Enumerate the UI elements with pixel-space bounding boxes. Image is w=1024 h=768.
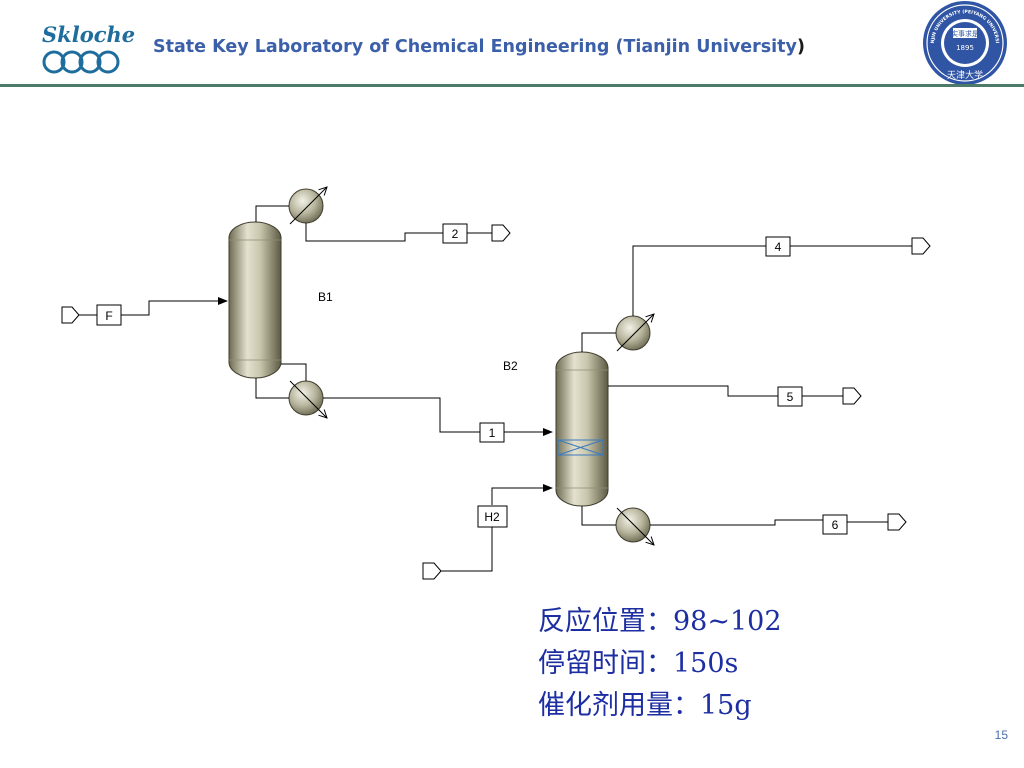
slide-header: Skloche State Key Laboratory of Chemical… — [0, 0, 1024, 88]
university-seal: TIANJIN UNIVERSITY (PEIYANG UNIVERSITY) … — [920, 0, 1007, 85]
b2-condenser-icon[interactable] — [615, 314, 654, 352]
stream-2[interactable]: 2 — [442, 223, 468, 244]
block-label-b1: B1 — [318, 290, 333, 304]
catalyst-section-icon — [557, 439, 604, 456]
logo-rings-icon — [42, 50, 120, 74]
seal-inner-text: 实事求是 — [951, 29, 979, 38]
outlet-5-icon — [842, 387, 862, 405]
note-catalyst-amount: 催化剂用量：15g — [538, 690, 752, 721]
h2-inlet-icon — [422, 562, 442, 580]
outlet-2-icon — [491, 224, 511, 242]
outlet-6-icon — [887, 513, 907, 531]
stream-1[interactable]: 1 — [479, 422, 505, 443]
stream-label-6: 6 — [832, 518, 839, 532]
feed-inlet-icon — [61, 306, 80, 324]
page-number: 15 — [994, 728, 1008, 742]
b2-reboiler-icon[interactable] — [615, 507, 654, 545]
note-reaction-position: 反应位置：98~102 — [538, 606, 782, 637]
lab-title-main: State Key Laboratory of Chemical Enginee… — [153, 37, 797, 57]
stream-6[interactable]: 6 — [822, 514, 848, 535]
block-label-b2: B2 — [503, 359, 518, 373]
stream-5[interactable]: 5 — [777, 386, 803, 407]
header-divider — [0, 84, 1024, 87]
stream-label-1: 1 — [489, 426, 496, 440]
b1-reboiler-icon[interactable] — [288, 380, 327, 418]
stream-label-f: F — [105, 309, 112, 323]
logo-text: Skloche — [42, 22, 136, 47]
lab-title-close: ) — [796, 37, 805, 57]
skloche-logo: Skloche — [38, 18, 135, 80]
stream-label-h2: H2 — [484, 510, 500, 524]
column-b1[interactable] — [228, 221, 282, 379]
stream-label-5: 5 — [787, 390, 794, 404]
column-b2[interactable] — [555, 351, 609, 507]
seal-chinese-name: 天津大学 — [947, 69, 983, 81]
lab-title: State Key Laboratory of Chemical Enginee… — [153, 37, 805, 57]
outlet-4-icon — [911, 237, 931, 255]
stream-f[interactable]: F — [96, 304, 122, 326]
b2-piping — [440, 245, 912, 572]
seal-year: 1895 — [956, 44, 974, 52]
b1-piping — [78, 205, 553, 436]
stream-label-4: 4 — [775, 240, 782, 254]
note-residence-time: 停留时间：150s — [538, 648, 739, 679]
stream-h2[interactable]: H2 — [477, 505, 508, 528]
stream-label-2: 2 — [452, 227, 459, 241]
process-flow-diagram: B1 F 2 1 — [61, 88, 931, 580]
b1-condenser-icon[interactable] — [288, 187, 327, 225]
stream-4[interactable]: 4 — [765, 236, 791, 257]
